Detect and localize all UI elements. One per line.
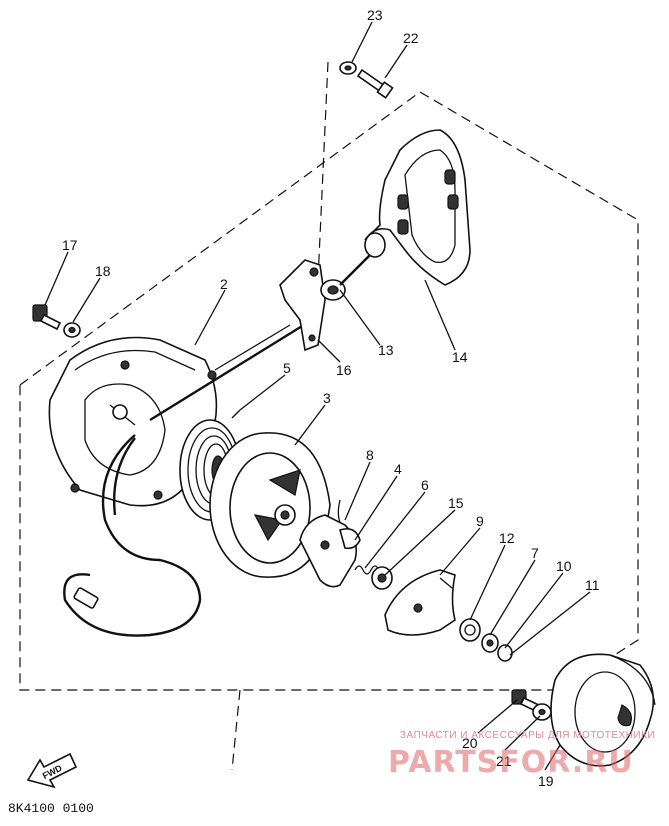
callout-10: 10 [556, 558, 572, 574]
part-4-pawl [299, 514, 361, 588]
callout-21: 21 [496, 753, 512, 769]
part-14-starter-handle [364, 129, 471, 286]
part-23-washer [339, 61, 357, 75]
callout-12: 12 [499, 530, 515, 546]
watermark-brand: PARTSFOR.RU [388, 745, 634, 780]
diagram-code: 8K4100 0100 [8, 801, 94, 816]
bottom-leader [231, 689, 241, 771]
callout-17: 17 [62, 237, 78, 253]
callout-5: 5 [283, 360, 291, 376]
guide-rod [149, 313, 321, 422]
callout-15: 15 [448, 495, 464, 511]
part-6-spring [354, 565, 380, 575]
callout-4: 4 [394, 461, 402, 477]
callout-6: 6 [421, 477, 429, 493]
callout-13: 13 [378, 342, 394, 358]
part-22-bolt [356, 68, 394, 99]
callout-18: 18 [95, 263, 111, 279]
part-15-spacer [371, 566, 393, 590]
callout-8: 8 [366, 447, 374, 463]
callout-7: 7 [531, 545, 539, 561]
leader-lines [44, 21, 591, 771]
part-21-washer [532, 703, 552, 721]
part-18-washer [63, 322, 81, 338]
part-7-washer [481, 633, 499, 653]
callout-19: 19 [538, 773, 554, 789]
callout-20: 20 [462, 735, 478, 751]
callout-2: 2 [220, 276, 228, 292]
callout-16: 16 [336, 362, 352, 378]
part-17-bolt [32, 304, 62, 331]
part-19-starter-cup [550, 653, 656, 767]
callout-22: 22 [403, 30, 419, 46]
callout-14: 14 [452, 349, 468, 365]
part-2-starter-case [48, 336, 218, 507]
pull-rope [63, 434, 202, 637]
bracket-vertical-dash [317, 61, 329, 281]
callout-11: 11 [585, 577, 600, 593]
part-13-rope-guide [320, 254, 371, 301]
part-9-drive-plate [384, 569, 456, 636]
callout-3: 3 [323, 390, 331, 406]
part-16-bracket [279, 259, 326, 352]
callout-23: 23 [367, 7, 383, 23]
assembly-boundary [19, 91, 639, 691]
guide-rod-edge [214, 324, 291, 371]
part-3-sheave-drum [209, 432, 331, 578]
part-12-washer [459, 618, 481, 642]
fwd-arrow: FWD [26, 752, 78, 789]
watermark-tagline: ЗАПЧАСТИ И АКСЕССУАРЫ ДЛЯ МОТОТЕХНИКИ [400, 730, 655, 741]
callout-9: 9 [476, 513, 484, 529]
